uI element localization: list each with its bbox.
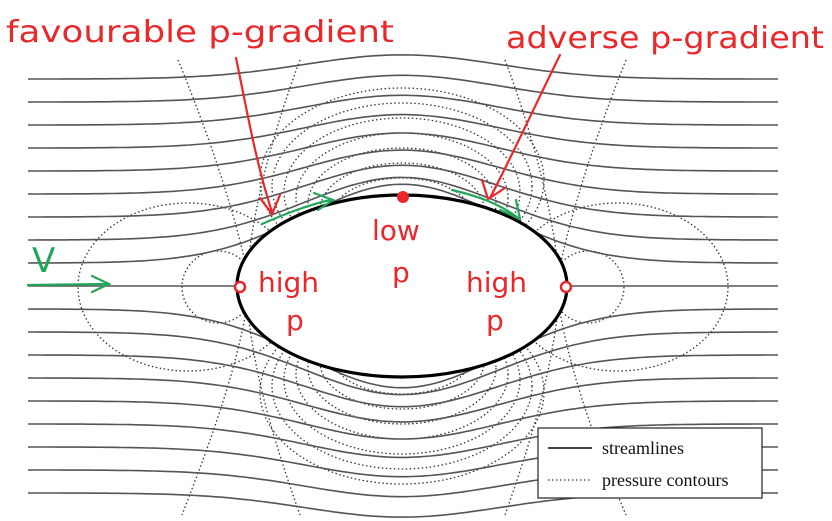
streamline	[28, 354, 778, 408]
right-stagnation-point	[559, 280, 573, 294]
legend-box	[537, 427, 763, 499]
legend-streamlines-label: streamlines	[602, 438, 684, 458]
low-pressure-p: p	[392, 256, 410, 289]
streamline	[28, 74, 778, 103]
left-stagnation-point	[233, 280, 247, 294]
velocity-arrow	[26, 282, 110, 287]
adverse-gradient-label: adverse p-gradient	[506, 21, 824, 56]
streamline	[28, 94, 778, 126]
streamline	[28, 176, 778, 241]
favourable-arrowhead	[258, 193, 282, 217]
accelerating-flow-arrow	[260, 198, 332, 226]
streamline	[28, 331, 778, 396]
adverse-arrow	[488, 53, 562, 200]
decelerating-flow-arrow	[450, 188, 520, 220]
favourable-arrow	[234, 56, 274, 214]
high-pressure-right-label: high	[466, 266, 527, 299]
pressure-contour	[307, 311, 497, 425]
top-peak-point	[397, 191, 409, 203]
streamline	[28, 54, 778, 80]
high-pressure-left-p: p	[286, 304, 304, 337]
high-pressure-right-p: p	[486, 304, 504, 337]
adverse-arrowhead	[480, 178, 507, 201]
streamline	[28, 113, 778, 149]
streamline	[28, 149, 778, 195]
pressure-contour	[271, 302, 533, 470]
streamline	[28, 400, 778, 440]
legend: streamlines pressure contours	[537, 427, 763, 499]
high-pressure-left-label: high	[258, 266, 319, 299]
pressure-contour	[507, 202, 729, 372]
streamline	[27, 183, 779, 264]
velocity-label: V	[32, 241, 55, 281]
velocity-arrowhead	[90, 274, 112, 294]
decelerating-flow-arrowhead	[498, 198, 522, 221]
legend-contours-label: pressure contours	[602, 470, 728, 490]
favourable-gradient-label: favourable p-gradient	[6, 15, 394, 50]
streamline	[28, 164, 778, 218]
streamline	[27, 308, 779, 389]
pressure-contour	[177, 59, 251, 516]
streamline	[28, 377, 778, 423]
streamline	[28, 132, 778, 172]
pressure-contour	[259, 87, 545, 273]
streamline	[28, 423, 778, 459]
accelerating-flow-arrowhead	[312, 191, 336, 212]
low-pressure-label: low	[372, 214, 420, 247]
